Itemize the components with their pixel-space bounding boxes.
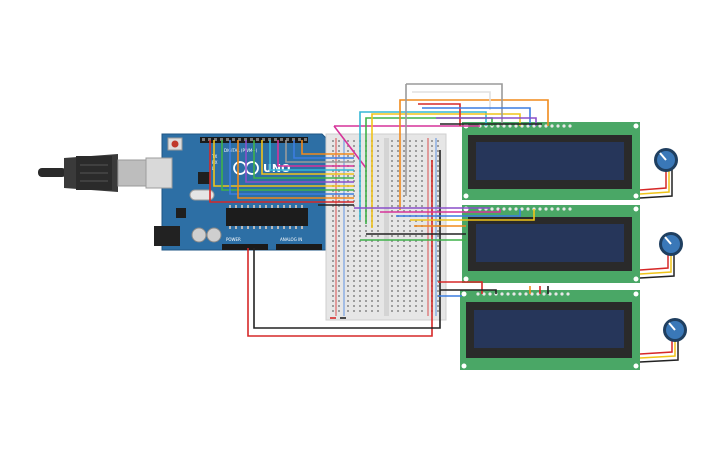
power-label: POWER — [226, 237, 241, 242]
breadboard-icon[interactable] — [325, 133, 447, 321]
potentiometer-3-icon[interactable] — [639, 318, 687, 363]
lcd-1[interactable] — [462, 122, 640, 200]
usb-cable-icon — [38, 154, 147, 192]
potentiometer-2-icon[interactable] — [639, 232, 683, 279]
wires — [209, 83, 549, 337]
digital-label: DIGITAL (PWM~) — [224, 148, 258, 153]
lcd-2-screen — [476, 224, 624, 262]
ic-pins — [229, 205, 303, 229]
lcd-3[interactable] — [460, 290, 640, 370]
lcd-2[interactable] — [462, 205, 640, 283]
rx-label: RX — [212, 160, 218, 165]
board-model-label: UNO — [263, 162, 291, 175]
potentiometer-1-icon[interactable] — [639, 148, 678, 199]
lcd-1-pins — [478, 124, 572, 128]
lcd-3-screen — [474, 310, 624, 348]
digital-header-pins — [202, 138, 307, 141]
lcd-1-screen — [476, 142, 624, 180]
analog-in-label: ANALOG IN — [280, 237, 302, 242]
lcd-2-pins — [478, 207, 572, 211]
